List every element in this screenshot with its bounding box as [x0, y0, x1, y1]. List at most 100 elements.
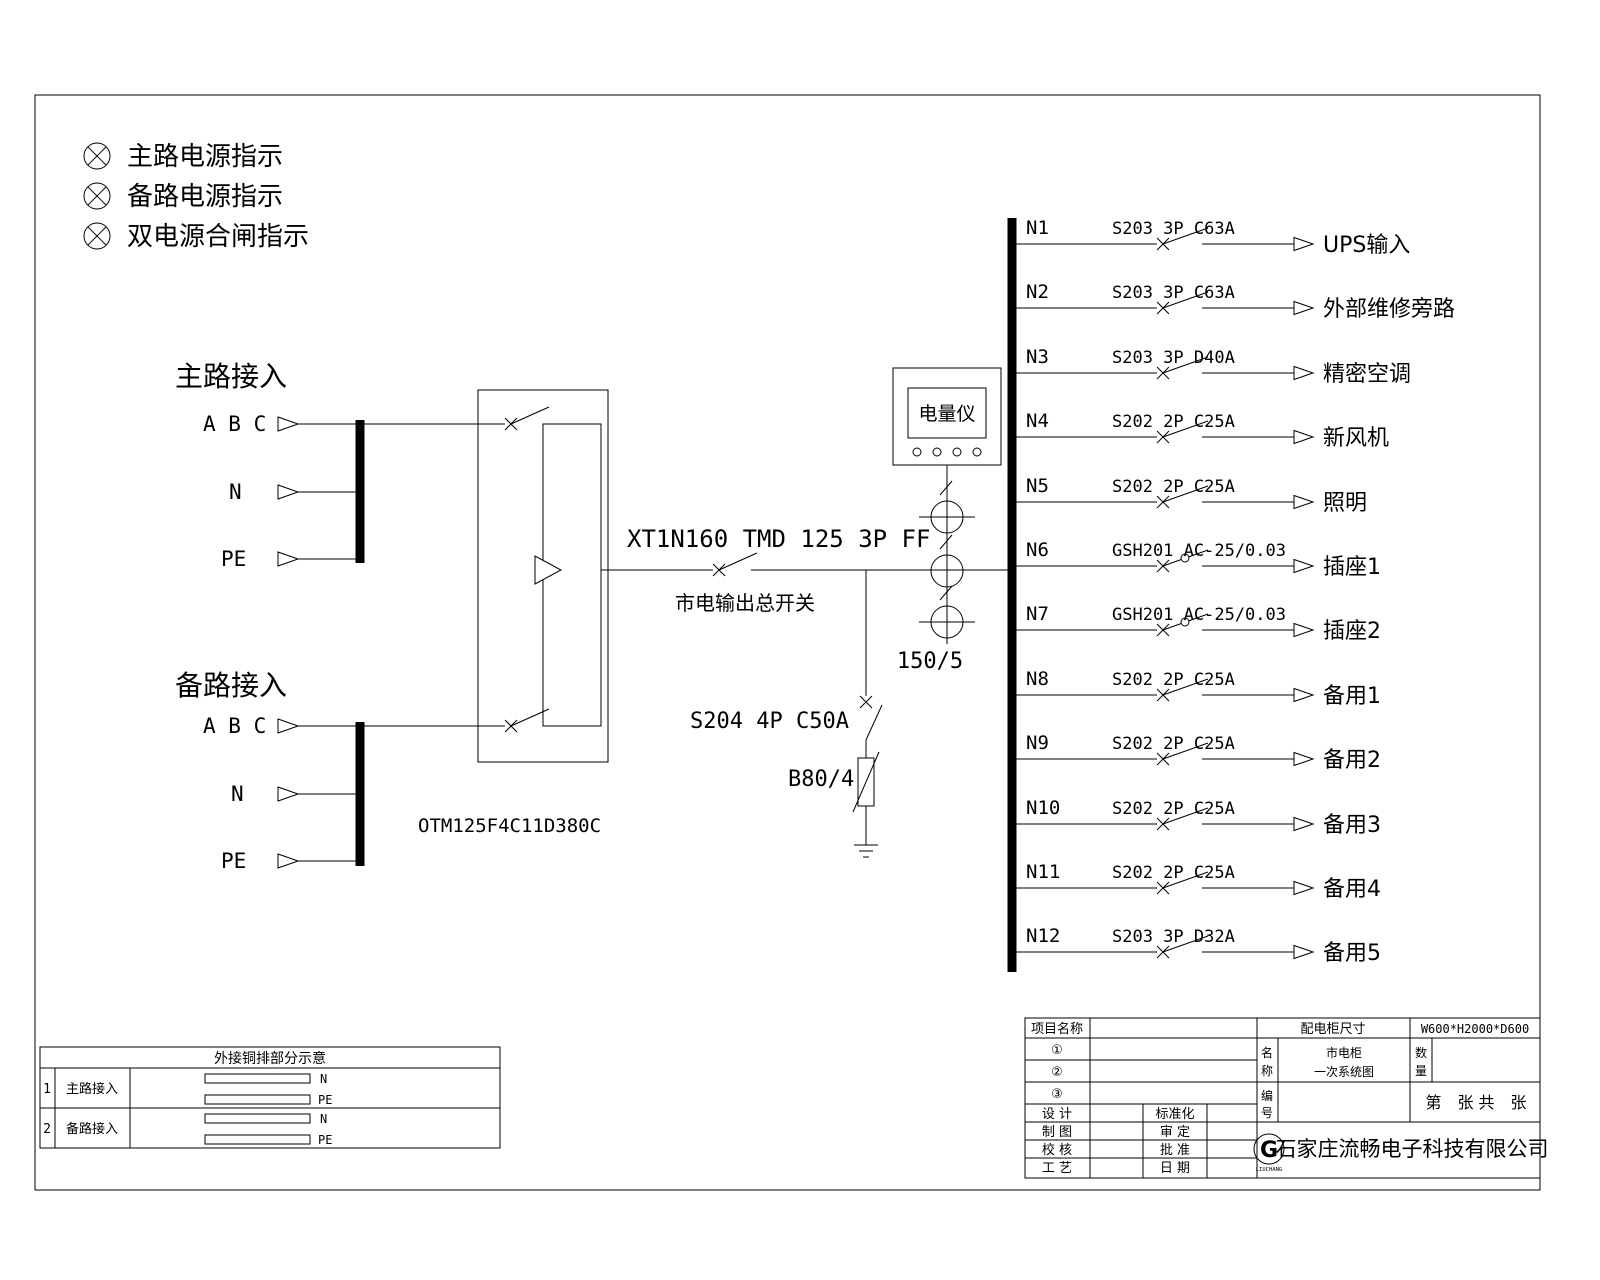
legend: 主路电源指示 备路电源指示 双电源合闸指示	[83, 142, 309, 252]
main-output: XT1N160 TMD 125 3P FF 市电输出总开关	[601, 525, 1016, 615]
backup-incoming: 备路接入 A B C N PE	[175, 669, 505, 873]
feeder-arrow-icon	[1293, 236, 1315, 252]
breaker-symbol	[1156, 678, 1209, 702]
feeder-load: UPS输入	[1323, 233, 1410, 258]
company-logo: G LIUCHANG	[1253, 1133, 1285, 1173]
feeder-row: N8 S202 2P C25A 备用1	[1016, 668, 1381, 709]
draw-label: 制 图	[1042, 1125, 1072, 1140]
legend-item-label: 备路电源指示	[127, 182, 283, 212]
feeder-id: N2	[1026, 281, 1049, 303]
review-label: 审 定	[1160, 1125, 1190, 1140]
bar-label: PE	[318, 1093, 332, 1107]
feeder-spec: GSH201 AC-25/0.03	[1112, 605, 1286, 625]
terminal-arrow-icon	[277, 718, 300, 734]
feeder-load: 备用2	[1323, 748, 1381, 773]
phase-label: A B C	[203, 412, 266, 436]
bar-label: PE	[318, 1133, 332, 1147]
breaker-symbol	[1156, 935, 1209, 959]
qty-label: 量	[1415, 1064, 1427, 1078]
breaker-symbol	[859, 695, 883, 741]
ground-icon	[854, 844, 878, 858]
external-busbar-table: 外接铜排部分示意 1 主路接入 N PE 2 备路接入 N PE	[39, 1046, 501, 1149]
design-label: 设 计	[1042, 1107, 1072, 1122]
feeder-load: 外部维修旁路	[1323, 297, 1455, 322]
feeder-arrow-icon	[1293, 300, 1315, 316]
feeder-id: N12	[1026, 925, 1060, 947]
breaker-symbol	[712, 552, 758, 577]
feeder-load: 精密空调	[1323, 362, 1411, 387]
breaker-symbol	[1156, 420, 1209, 444]
ct-icon	[919, 585, 975, 639]
date-label: 日 期	[1160, 1161, 1190, 1176]
check-label: 校 核	[1042, 1142, 1072, 1158]
meter-label: 电量仪	[918, 403, 975, 425]
lamp-icon	[83, 142, 111, 170]
feeder-arrow-icon	[1293, 622, 1315, 638]
table-title: 外接铜排部分示意	[214, 1050, 326, 1067]
feeder-row: N9 S202 2P C25A 备用2	[1016, 732, 1381, 773]
terminal-arrow-icon	[277, 416, 300, 432]
neutral-label: N	[231, 782, 244, 806]
ats-model: OTM125F4C11D380C	[418, 815, 601, 837]
feeder-row: N6 GSH201 AC-25/0.03 插座1	[1016, 539, 1381, 580]
drawing-frame	[34, 94, 1541, 1191]
feeder-spec: S202 2P C25A	[1112, 863, 1235, 883]
row-number: 2	[43, 1122, 51, 1137]
feeder-load: 备用3	[1323, 813, 1381, 838]
feeder-arrow-icon	[1293, 429, 1315, 445]
feeder-spec: S203 3P D40A	[1112, 348, 1235, 368]
copper-bar-icon	[204, 1073, 311, 1084]
breaker-symbol	[1156, 227, 1209, 251]
breaker-symbol	[1156, 871, 1209, 895]
title-block: 项目名称 ① ② ③ 设 计 制 图 校 核 工 艺 标准化 审 定 批 准 日…	[1024, 1017, 1549, 1179]
feeder-spec: S202 2P C25A	[1112, 734, 1235, 754]
breaker-symbol	[1156, 291, 1209, 315]
legend-item-label: 主路电源指示	[127, 142, 283, 172]
feeder-row: N4 S202 2P C25A 新风机	[1016, 410, 1389, 451]
spd-breaker-spec: S204 4P C50A	[690, 709, 849, 734]
feeder-arrow-icon	[1293, 880, 1315, 896]
feeder-load: 新风机	[1323, 426, 1389, 451]
terminal-arrow-icon	[277, 853, 300, 869]
power-meter: 电量仪 150/5	[892, 367, 1002, 674]
feeder-load: 照明	[1323, 491, 1367, 516]
feeder-id: N5	[1026, 475, 1049, 497]
feeder-id: N3	[1026, 346, 1049, 368]
legend-item-label: 双电源合闸指示	[127, 222, 309, 252]
feeder-id: N6	[1026, 539, 1049, 561]
main-breaker-label: 市电输出总开关	[675, 591, 815, 615]
section-title: 备路接入	[175, 669, 287, 702]
neutral-label: N	[229, 480, 242, 504]
feeder-row: N10 S202 2P C25A 备用3	[1016, 797, 1381, 838]
code-label: 号	[1261, 1106, 1273, 1120]
breaker-symbol	[1156, 485, 1209, 509]
feeder-id: N9	[1026, 732, 1049, 754]
cabinet-size-label: 配电柜尺寸	[1300, 1022, 1365, 1037]
feeder-spec: GSH201 AC-25/0.03	[1112, 541, 1286, 561]
feeder-row: N5 S202 2P C25A 照明	[1016, 475, 1367, 516]
feeder-spec: S203 3P C63A	[1112, 219, 1235, 239]
feeder-spec: S202 2P C25A	[1112, 799, 1235, 819]
project-row-1: ①	[1051, 1043, 1063, 1058]
name-label: 称	[1261, 1064, 1273, 1078]
approve-label: 批 准	[1160, 1143, 1190, 1158]
copper-bar-icon	[204, 1134, 311, 1145]
phase-label: A B C	[203, 714, 266, 738]
cabinet-size-value: W600*H2000*D600	[1421, 1022, 1529, 1036]
feeder-load: 插座2	[1323, 619, 1381, 644]
row-label: 备路接入	[66, 1121, 118, 1137]
feeder-arrow-icon	[1293, 365, 1315, 381]
feeder-row: N3 S203 3P D40A 精密空调	[1016, 346, 1411, 387]
feeder-row: N12 S203 3P D32A 备用5	[1016, 925, 1381, 966]
feeder-id: N1	[1026, 217, 1049, 239]
rcd-breaker-symbol	[1156, 549, 1209, 573]
craft-label: 工 艺	[1042, 1161, 1072, 1176]
standard-label: 标准化	[1155, 1107, 1194, 1122]
feeder-spec: S202 2P C25A	[1112, 670, 1235, 690]
feeder-id: N10	[1026, 797, 1060, 819]
breaker-symbol	[1156, 356, 1209, 380]
terminal-arrow-icon	[277, 484, 300, 500]
feeder-load: 插座1	[1323, 555, 1381, 580]
